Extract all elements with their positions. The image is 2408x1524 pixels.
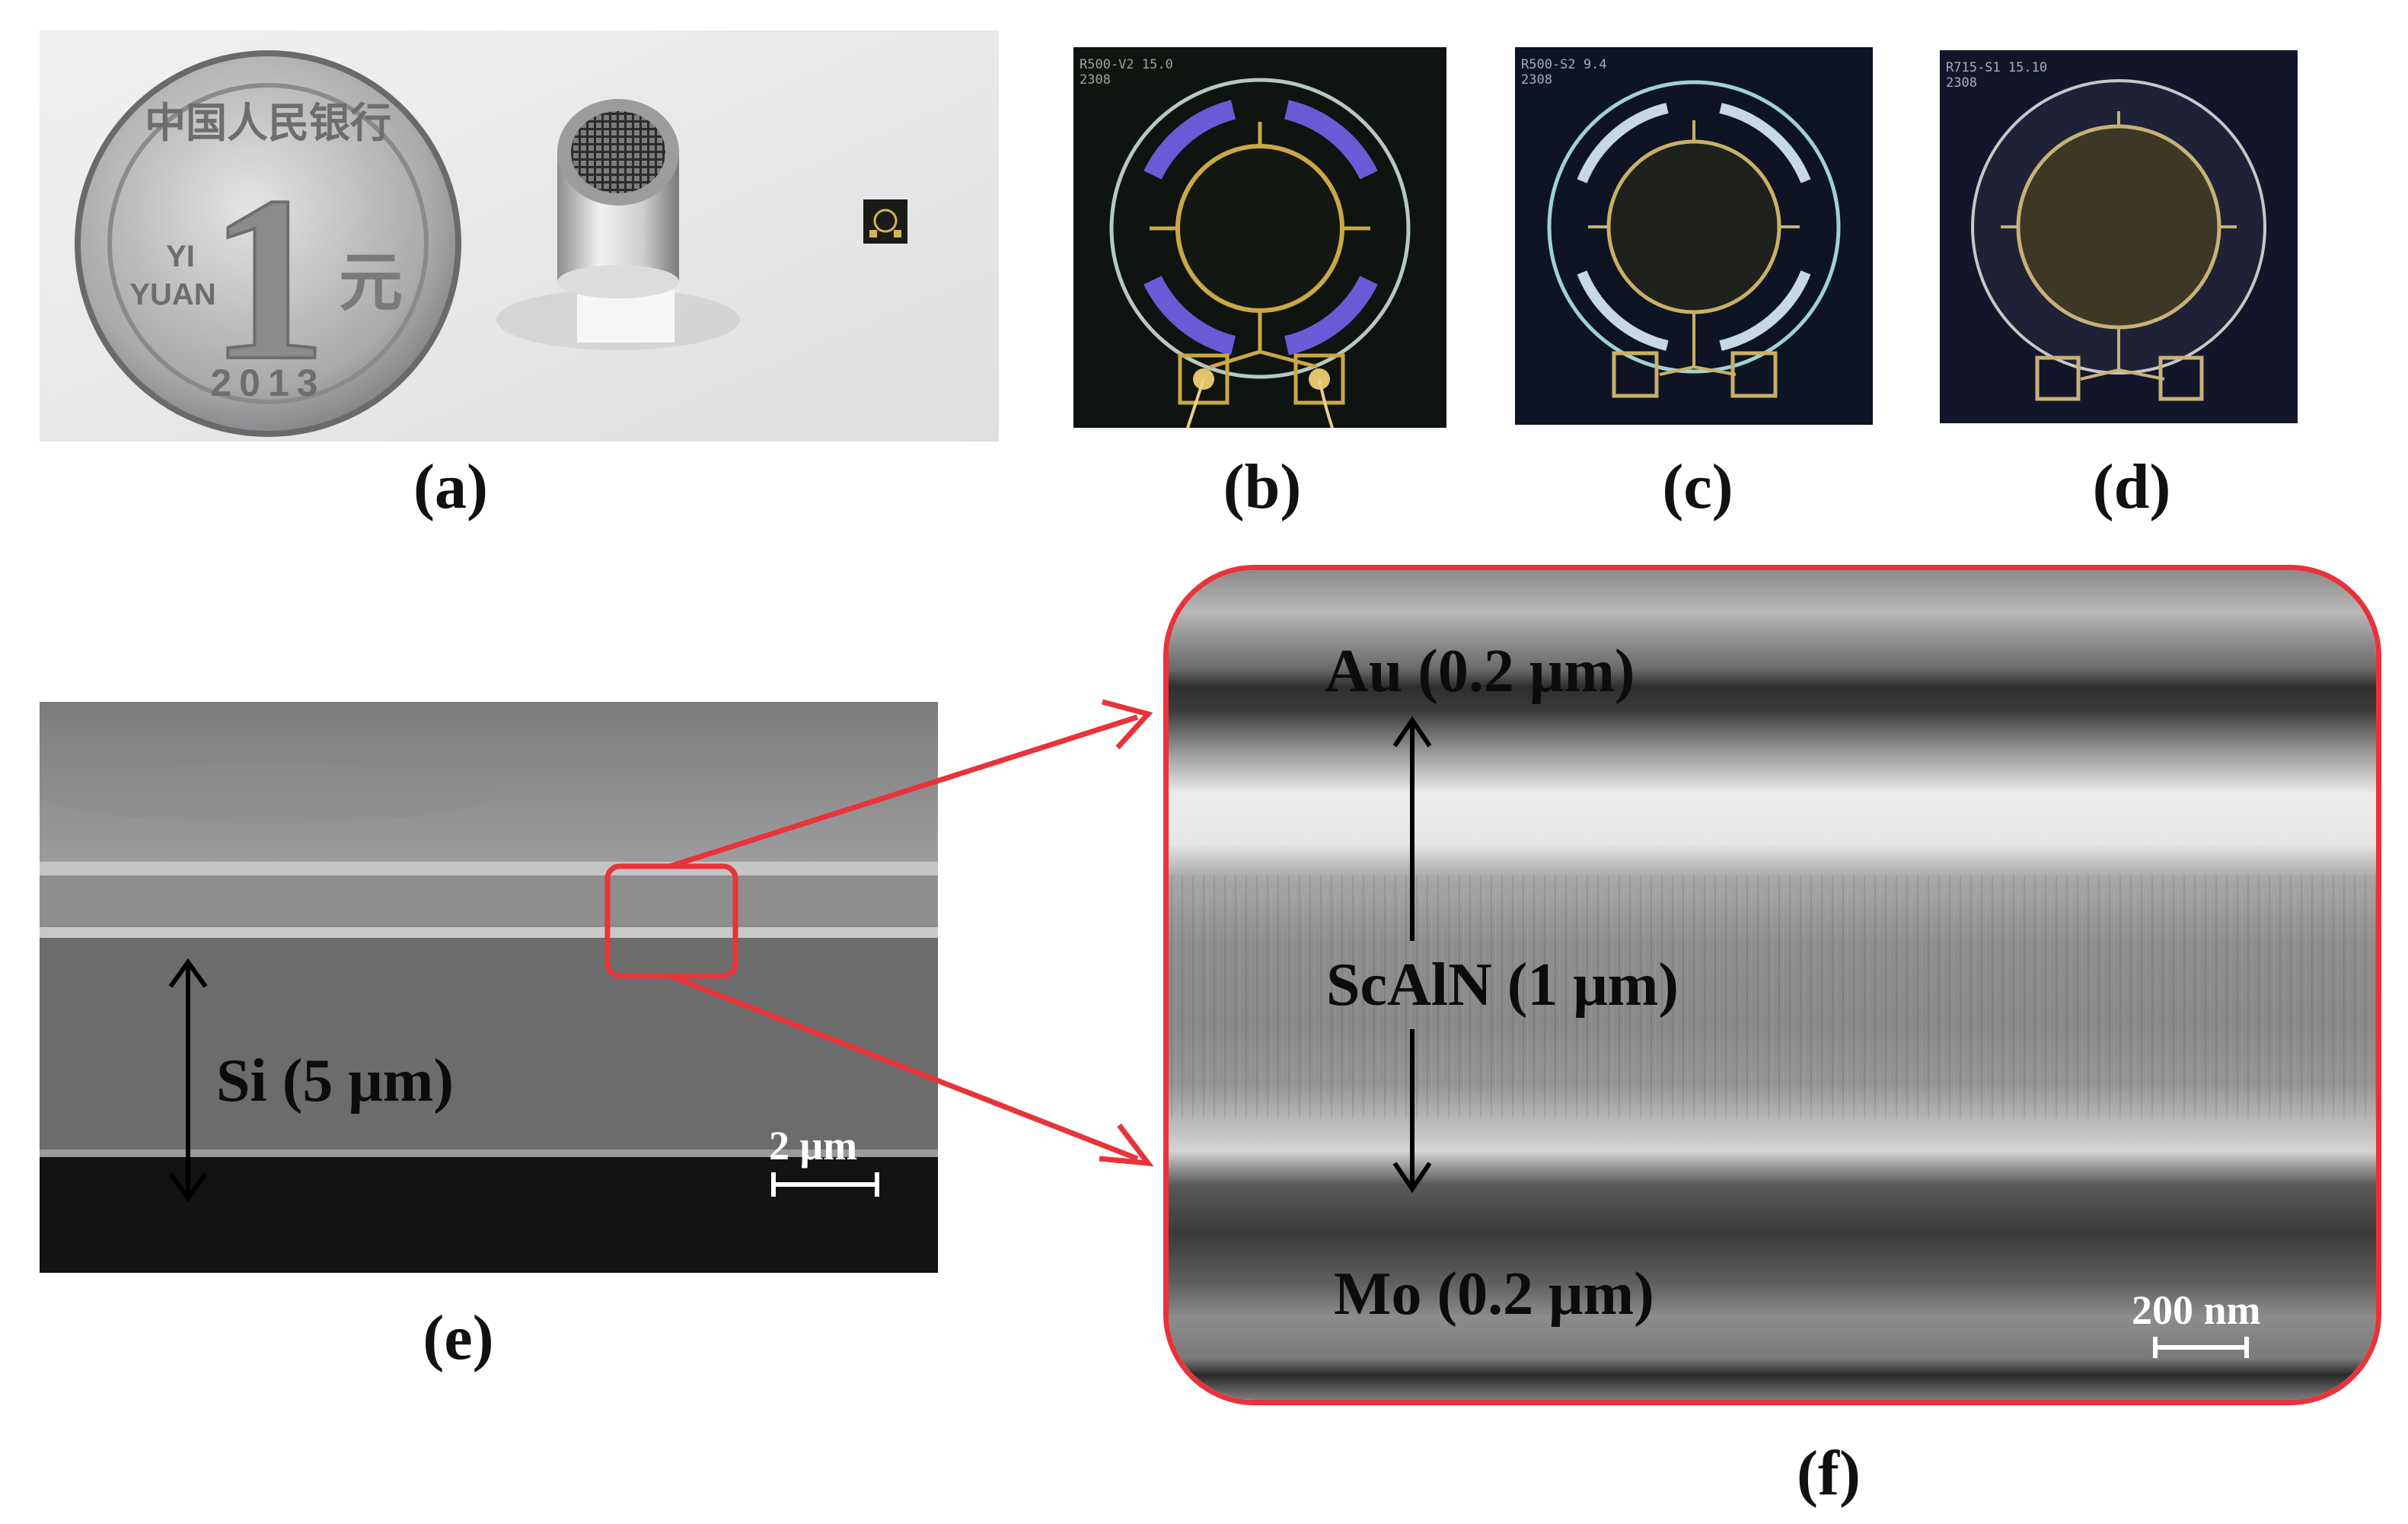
coin: 中国人民银行 1 YI YUAN 元 2013 <box>75 50 461 437</box>
panel-f-sem-zoom <box>1163 565 2381 1405</box>
panel-d-photo: R715-S1 15.10 2308 <box>1940 50 2298 423</box>
scale-bar-f <box>2153 1337 2249 1358</box>
si-layer-label: Si (5 μm) <box>216 1047 454 1114</box>
panel-label-b: (b) <box>1223 451 1302 522</box>
panel-a-photo: 中国人民银行 1 YI YUAN 元 2013 <box>40 30 999 442</box>
chip-c-sub: 2308 <box>1521 72 1552 88</box>
panel-label-d: (d) <box>2092 451 2171 522</box>
panel-b-photo: R500-V2 15.0 2308 <box>1073 47 1446 428</box>
chip-c-id: R500-S2 9.4 <box>1521 57 1607 72</box>
tiny-mems-chip <box>863 199 907 244</box>
coin-yi: YI <box>166 240 195 273</box>
panel-e-sem-image <box>40 702 938 1273</box>
chip-b-sub: 2308 <box>1080 72 1111 88</box>
au-layer-label: Au (0.2 μm) <box>1325 638 1635 705</box>
panel-label-a: (a) <box>413 451 488 522</box>
mo-layer-label: Mo (0.2 μm) <box>1334 1261 1654 1328</box>
chip-d-sub: 2308 <box>1946 75 1977 91</box>
panel-label-e: (e) <box>423 1302 494 1373</box>
coin-yuan: YUAN <box>129 278 215 311</box>
scale-bar-e <box>771 1172 879 1197</box>
coin-year: 2013 <box>210 362 325 404</box>
si-thickness-arrow <box>168 958 208 1203</box>
scaln-thickness-arrow <box>1392 716 1432 1194</box>
coin-numeral: 1 <box>209 148 327 410</box>
chip-b-id: R500-V2 15.0 <box>1080 57 1173 72</box>
panel-label-f: (f) <box>1797 1438 1861 1509</box>
scale-label-e: 2 μm <box>769 1123 858 1169</box>
microphone <box>496 99 740 350</box>
scaln-layer-label: ScAlN (1 μm) <box>1326 952 1679 1019</box>
chip-d-id: R715-S1 15.10 <box>1946 60 2047 75</box>
scale-label-f: 200 nm <box>2132 1287 2261 1333</box>
panel-label-c: (c) <box>1662 451 1733 522</box>
coin-top-text: 中国人民银行 <box>145 99 391 147</box>
panel-c-photo: R500-S2 9.4 2308 <box>1515 47 1873 425</box>
coin-denomination: 元 <box>339 245 403 320</box>
